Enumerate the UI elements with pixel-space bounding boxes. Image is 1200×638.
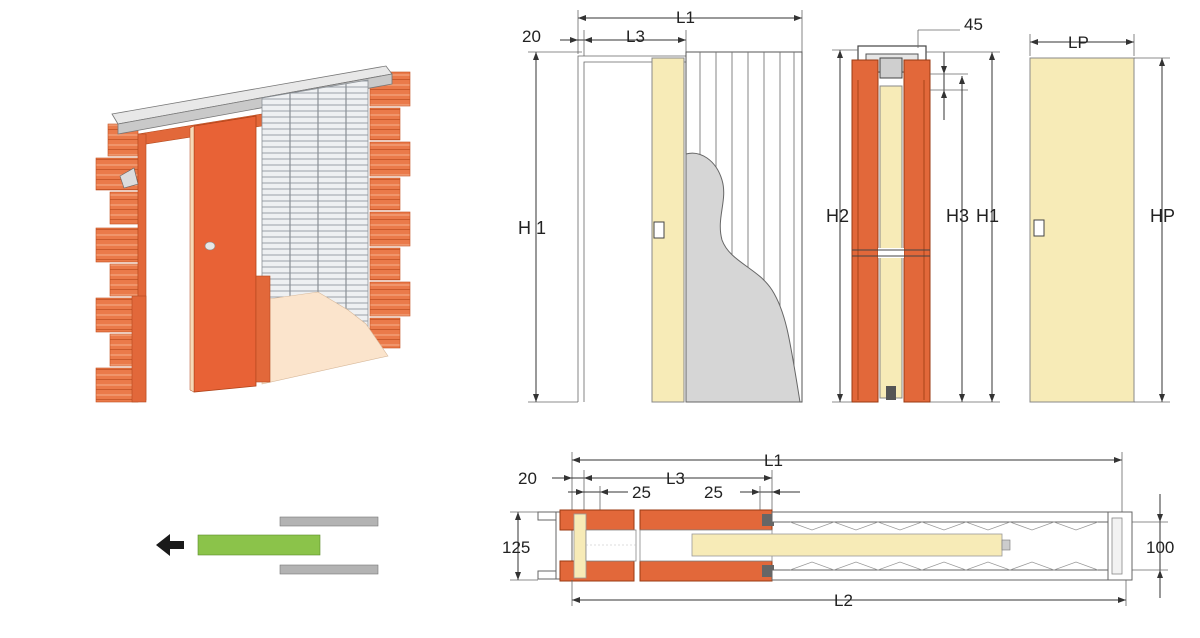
panel-height-label: HP xyxy=(1150,206,1175,226)
sliding-direction-schematic xyxy=(156,516,379,575)
front-width-total-label: L1 xyxy=(676,8,695,27)
plan-gap-right-label: 25 xyxy=(704,483,723,502)
door-panel-view: LP HP xyxy=(1029,33,1175,403)
isometric-pocket-door-illustration xyxy=(95,65,411,403)
section-height-outer-label: H1 xyxy=(976,206,999,226)
brick-wall-left xyxy=(95,123,139,403)
sliding-panel-block xyxy=(197,534,321,556)
plan-width-total-label: L1 xyxy=(764,451,783,470)
horizontal-plan-view: L1 20 L3 25 25 xyxy=(502,451,1174,610)
front-offset-left-label: 20 xyxy=(522,27,541,46)
plan-depth-outer-label: 125 xyxy=(502,538,530,557)
section-height-inner-label: H3 xyxy=(946,206,969,226)
panel-width-label: LP xyxy=(1068,33,1089,52)
pocket-wall-bar-top xyxy=(279,516,379,527)
front-passage-width-label: L3 xyxy=(626,27,645,46)
plan-passage-width-label: L3 xyxy=(666,469,685,488)
plan-length-total-label: L2 xyxy=(834,591,853,610)
front-elevation-view: L1 20 L3 H 1 xyxy=(518,8,803,403)
vertical-section-view: 45 H2 H3 H1 xyxy=(826,15,1000,403)
section-height-left-label: H2 xyxy=(826,206,849,226)
brick-wall-right xyxy=(369,71,411,349)
pocket-wall-bar-bottom xyxy=(279,564,379,575)
plan-gap-left-label: 25 xyxy=(632,483,651,502)
plan-offset-left-label: 20 xyxy=(518,469,537,488)
section-top-offset-label: 45 xyxy=(964,15,983,34)
front-height-total-label: H 1 xyxy=(518,218,546,238)
plan-depth-inner-label: 100 xyxy=(1146,538,1174,557)
arrow-left-icon xyxy=(156,534,184,556)
